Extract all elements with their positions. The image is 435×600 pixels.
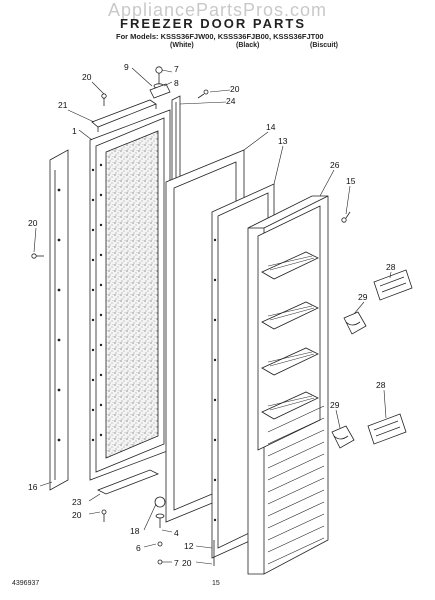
leader-lines (33, 67, 392, 565)
shelf-retainer-lower-part (367, 413, 407, 445)
callout-26: 26 (330, 160, 340, 170)
callout-28-upper: 28 (386, 262, 396, 272)
callout-29-lower: 29 (330, 400, 340, 410)
callout-labels: 1 4 6 7 7 8 9 12 13 14 15 16 18 20 20 20… (28, 62, 396, 568)
callout-6: 6 (136, 543, 141, 553)
shelf-end-cap-upper-part (343, 311, 367, 335)
callout-29-upper: 29 (358, 292, 368, 302)
callout-20-a: 20 (82, 72, 92, 82)
shelf-end-cap-lower-part (331, 425, 355, 449)
callout-20-e: 20 (182, 558, 192, 568)
callout-14: 14 (266, 122, 276, 132)
top-hinge-parts (101, 66, 209, 106)
color-label-white: (White) (170, 42, 194, 49)
watermark: AppliancePartsPros.com (107, 0, 328, 20)
color-label-biscuit: (Biscuit) (310, 42, 338, 49)
callout-7-top: 7 (174, 64, 179, 74)
footer-page-number: 15 (212, 580, 220, 587)
color-label-black: (Black) (236, 42, 260, 49)
shelf-retainer-upper-part (373, 269, 413, 301)
inner-liner-part (247, 195, 329, 575)
door-shelves (261, 251, 319, 420)
callout-12: 12 (184, 541, 194, 551)
callout-16: 16 (28, 482, 38, 492)
callout-23: 23 (72, 497, 82, 507)
callout-1: 1 (72, 126, 77, 136)
bottom-hinge-parts (97, 469, 166, 565)
callout-18: 18 (130, 526, 140, 536)
callout-20-c: 20 (28, 218, 38, 228)
models-line: For Models: KSSS36FJW00, KSSS36FJB00, KS… (116, 32, 324, 41)
callout-4: 4 (174, 528, 179, 538)
callout-9: 9 (124, 62, 129, 72)
side-strip-part (49, 149, 69, 491)
door-panel-part (89, 109, 171, 481)
side-screws (31, 211, 351, 259)
callout-20-d: 20 (72, 510, 82, 520)
diagram-title: FREEZER DOOR PARTS (120, 16, 306, 31)
callout-8: 8 (174, 78, 179, 88)
callout-7-bottom: 7 (174, 558, 179, 568)
footer-part-number: 4396937 (12, 580, 40, 587)
callout-24: 24 (226, 96, 236, 106)
callout-28-lower: 28 (376, 380, 386, 390)
callout-13: 13 (278, 136, 288, 146)
callout-15: 15 (346, 176, 356, 186)
callout-21: 21 (58, 100, 68, 110)
callout-20-b: 20 (230, 84, 240, 94)
